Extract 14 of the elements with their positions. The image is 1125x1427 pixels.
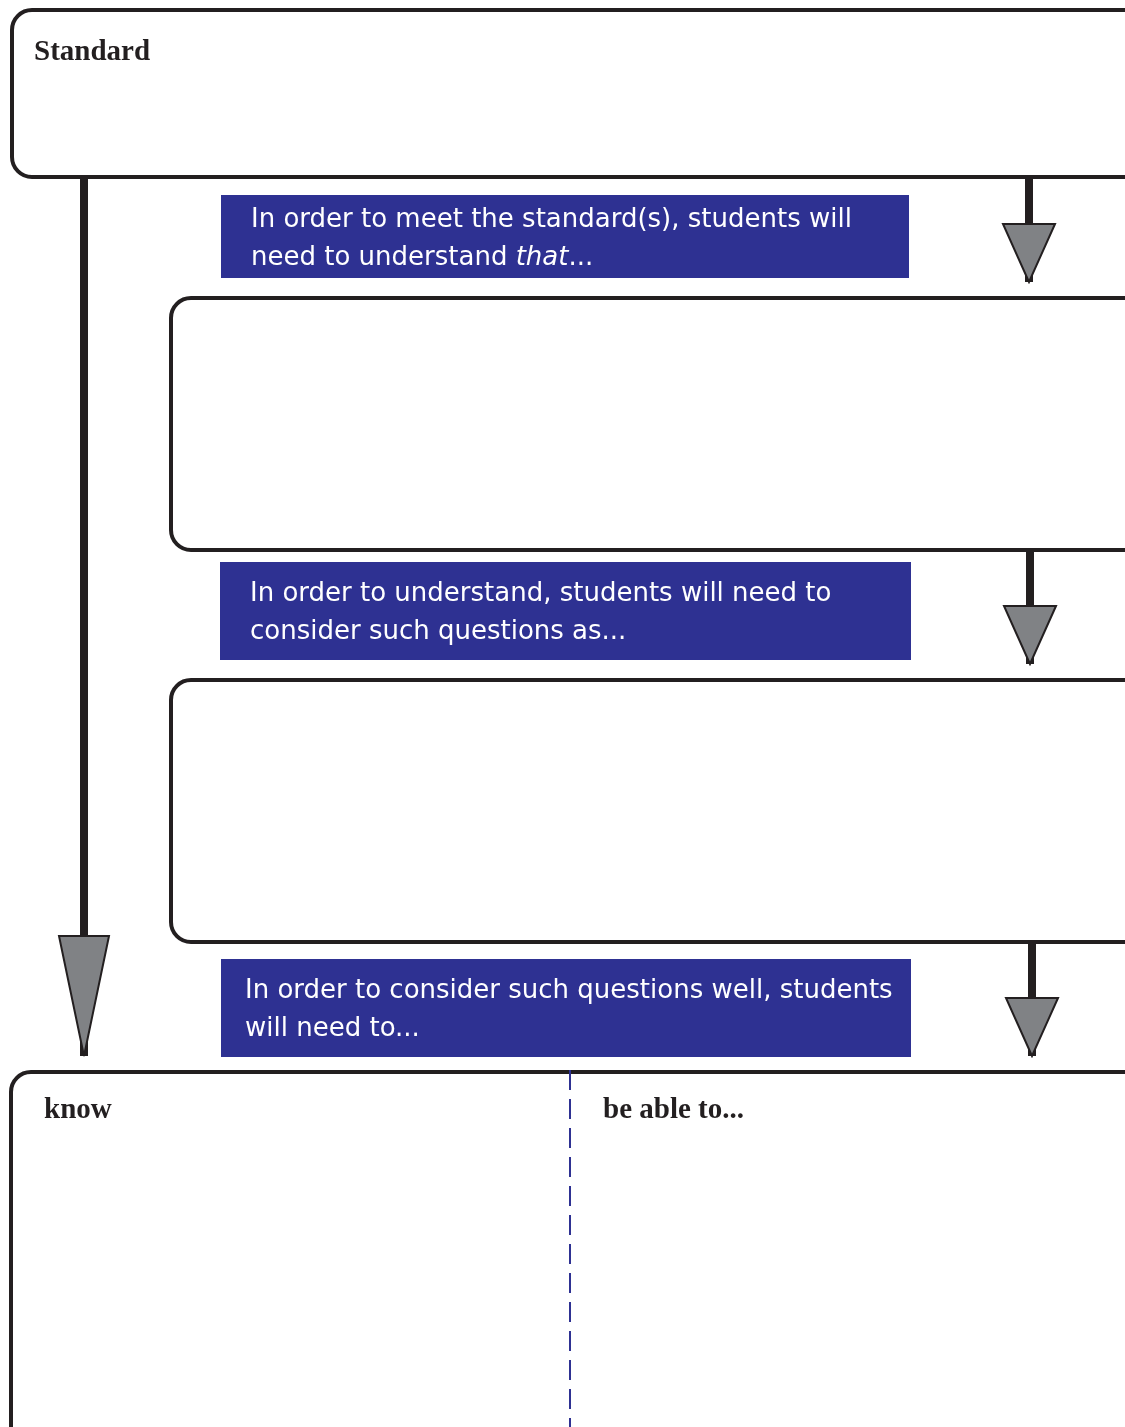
section-heading: Standard (34, 34, 151, 67)
arrow (1005, 944, 1059, 1057)
arrow (58, 179, 110, 1057)
arrow (1002, 179, 1056, 283)
arrow (1003, 552, 1057, 665)
instruction-banner: In order to understand, students will need to consider such questions as... (220, 562, 911, 660)
section-box (9, 1070, 1125, 1427)
section-heading: be able to... (603, 1092, 744, 1125)
section-box (10, 8, 1125, 179)
empty-box (169, 678, 1125, 944)
instruction-banner: In order to meet the standard(s), students will need to understand that... (221, 195, 909, 278)
empty-box (169, 296, 1125, 552)
section-heading: know (44, 1092, 112, 1125)
instruction-banner: In order to consider such questions well, students will need to... (221, 959, 911, 1057)
